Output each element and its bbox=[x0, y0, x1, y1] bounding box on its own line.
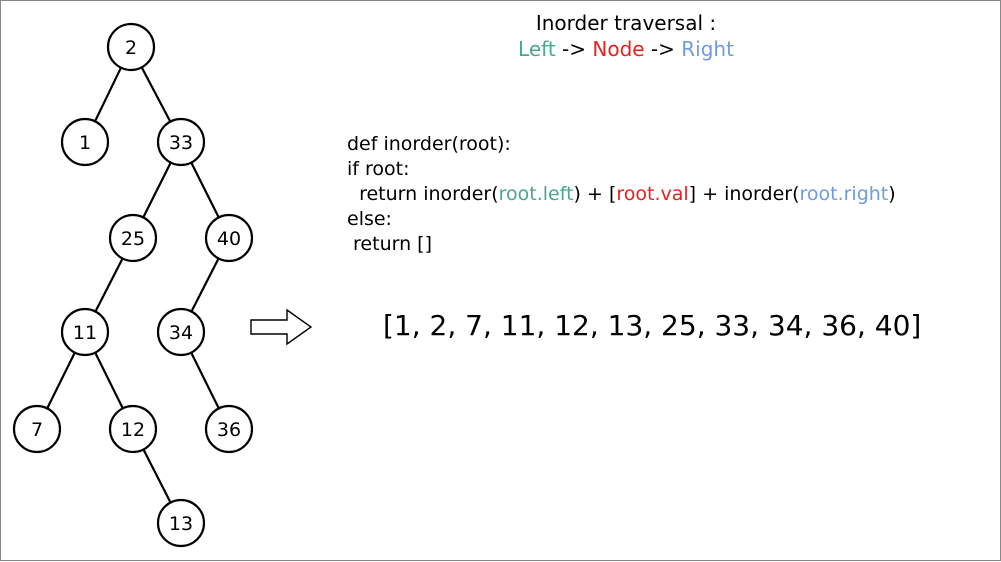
text-segment: Left bbox=[518, 37, 556, 61]
tree-node-circle bbox=[106, 22, 156, 72]
text-segment: root.left bbox=[498, 183, 574, 205]
text-segment: if root: bbox=[347, 158, 410, 180]
tree-node-label: 2 bbox=[125, 37, 137, 59]
tree-node-label: 13 bbox=[169, 513, 193, 535]
code-line: if root: bbox=[347, 158, 410, 180]
tree-edge bbox=[140, 66, 172, 123]
code-line: return inorder(root.left) + [root.val] +… bbox=[347, 183, 896, 205]
tree-node-label: 1 bbox=[79, 132, 91, 154]
code-line: else: bbox=[347, 208, 392, 230]
tree-node-label: 25 bbox=[121, 228, 145, 250]
tree-node-label: 33 bbox=[169, 132, 193, 154]
code-line: def inorder(root): bbox=[347, 133, 511, 155]
tree-node-circle bbox=[108, 213, 158, 263]
tree-node-label: 40 bbox=[217, 228, 241, 250]
tree-node: 13 bbox=[156, 498, 206, 548]
traversal-order: Left -> Node -> Right bbox=[441, 37, 811, 61]
heading-title: Inorder traversal : bbox=[535, 11, 717, 35]
tree-node-label: 12 bbox=[121, 419, 145, 441]
text-segment: else: bbox=[347, 208, 392, 230]
text-segment: Right bbox=[681, 37, 734, 61]
tree-node: 1 bbox=[60, 117, 110, 167]
tree-node: 2 bbox=[106, 22, 156, 72]
tree-edge bbox=[190, 257, 220, 313]
text-segment: ) + [ bbox=[573, 183, 617, 205]
tree-edge bbox=[94, 67, 122, 122]
text-segment: def inorder(root): bbox=[347, 133, 511, 155]
text-segment: root.val bbox=[616, 183, 689, 205]
tree-node-circle bbox=[204, 404, 254, 454]
tree-node-label: 36 bbox=[217, 419, 241, 441]
tree-node-circle bbox=[60, 307, 110, 357]
text-segment: Node bbox=[592, 37, 645, 61]
tree-edge bbox=[190, 352, 220, 409]
tree-node: 34 bbox=[156, 307, 206, 357]
tree-node-circle bbox=[156, 117, 206, 167]
text-segment: -> bbox=[644, 37, 682, 61]
tree-node: 40 bbox=[204, 213, 254, 263]
tree-edge bbox=[94, 257, 124, 313]
tree-node: 36 bbox=[204, 404, 254, 454]
tree-node-circle bbox=[156, 307, 206, 357]
tree-node-circle bbox=[204, 213, 254, 263]
tree-edge bbox=[142, 448, 172, 504]
text-segment: ] + inorder( bbox=[688, 183, 800, 205]
text-segment: -> bbox=[555, 37, 593, 61]
tree-edge bbox=[142, 162, 172, 218]
traversal-result: [1, 2, 7, 11, 12, 13, 25, 33, 34, 36, 40… bbox=[383, 309, 922, 342]
tree-node-label: 11 bbox=[73, 322, 97, 344]
tree-node: 33 bbox=[156, 117, 206, 167]
tree-node-label: 34 bbox=[169, 322, 193, 344]
tree-node-circle bbox=[12, 404, 62, 454]
text-segment: ) bbox=[888, 183, 896, 205]
tree-node: 25 bbox=[108, 213, 158, 263]
tree-node: 7 bbox=[12, 404, 62, 454]
tree-node-circle bbox=[156, 498, 206, 548]
tree-node-circle bbox=[108, 404, 158, 454]
right-arrow-icon bbox=[250, 308, 313, 346]
text-segment: return [] bbox=[347, 233, 432, 255]
text-segment: root.right bbox=[799, 183, 889, 205]
tree-edge bbox=[190, 162, 220, 218]
tree-edge bbox=[94, 352, 124, 409]
tree-node-label: 7 bbox=[31, 419, 43, 441]
tree-node-circle bbox=[60, 117, 110, 167]
code-line: return [] bbox=[347, 233, 432, 255]
text-segment: return inorder( bbox=[347, 183, 499, 205]
tree-node: 11 bbox=[60, 307, 110, 357]
tree-edge bbox=[46, 352, 76, 409]
tree-node: 12 bbox=[108, 404, 158, 454]
